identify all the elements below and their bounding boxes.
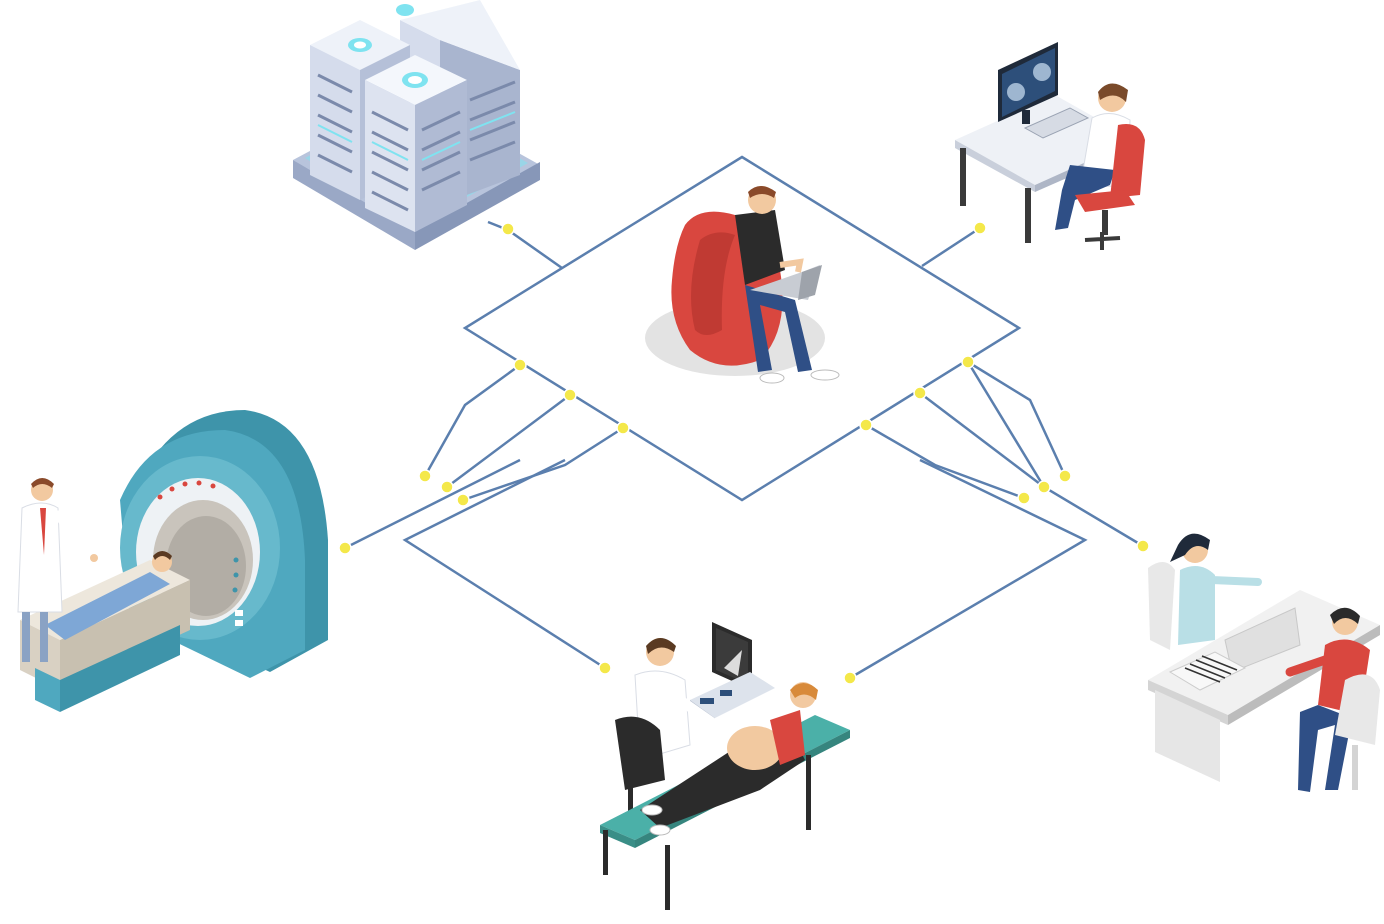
node-dot bbox=[913, 386, 927, 400]
node-dot bbox=[973, 221, 987, 235]
consult-link-3 bbox=[865, 423, 1025, 500]
node-dot bbox=[456, 493, 470, 507]
consult-link-2 bbox=[919, 392, 1045, 488]
consult-link-1 bbox=[967, 360, 1067, 477]
mri-link-1 bbox=[423, 363, 521, 477]
node-dot bbox=[1037, 480, 1051, 494]
node-dot bbox=[418, 469, 432, 483]
mri-link-3 bbox=[462, 426, 624, 502]
node-dot bbox=[1017, 491, 1031, 505]
node-dot bbox=[843, 671, 857, 685]
radiologist-workstation-icon bbox=[955, 42, 1145, 250]
lower-diamond-right bbox=[849, 458, 1088, 680]
mri-scanner-icon bbox=[17, 410, 328, 712]
node-dot bbox=[616, 421, 630, 435]
node-dot bbox=[1058, 469, 1072, 483]
node-dot bbox=[440, 480, 454, 494]
radiologist-link bbox=[921, 226, 981, 268]
node-dot bbox=[513, 358, 527, 372]
connection-nodes bbox=[338, 221, 1150, 685]
upper-diamond-frame bbox=[462, 155, 1022, 502]
node-dot bbox=[961, 355, 975, 369]
doctor-consultation-icon bbox=[1148, 533, 1380, 792]
server-link bbox=[487, 220, 563, 270]
mri-link-4 bbox=[344, 458, 521, 550]
server-rack-icon bbox=[293, 0, 540, 250]
node-dot bbox=[338, 541, 352, 555]
node-dot bbox=[598, 661, 612, 675]
node-dot bbox=[1136, 539, 1150, 553]
person-with-laptop-icon bbox=[645, 186, 840, 384]
lower-diamond-left bbox=[402, 458, 606, 670]
node-dot bbox=[501, 222, 515, 236]
mri-link-2 bbox=[446, 393, 571, 489]
ultrasound-exam-icon bbox=[600, 622, 850, 910]
node-dot bbox=[563, 388, 577, 402]
node-dot bbox=[859, 418, 873, 432]
